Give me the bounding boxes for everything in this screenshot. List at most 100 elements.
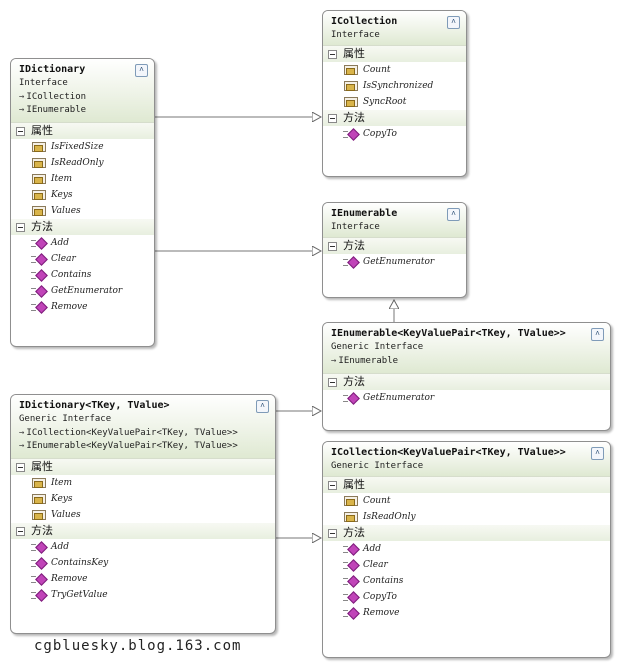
property-icon [31,205,47,217]
collapse-toggle-icon[interactable] [328,114,337,123]
ienumerable-box[interactable]: IEnumerable Interface ˄ 方法 GetEnumerator [322,202,467,298]
member-syncroot[interactable]: SyncRoot [323,94,466,110]
member-isreadonly[interactable]: IsReadOnly [323,509,610,525]
double-chevron-up-icon[interactable]: ˄ [447,208,460,221]
ienumerable-subtitle: Interface [331,222,380,232]
property-icon [343,64,359,76]
property-icon [31,493,47,505]
member-item[interactable]: Item [11,171,154,187]
method-icon [343,542,360,556]
method-icon [31,300,48,314]
collapse-toggle-icon[interactable] [16,463,25,472]
double-chevron-up-icon[interactable]: ˄ [135,64,148,77]
member-add[interactable]: Add [11,235,154,251]
member-contains[interactable]: Contains [11,267,154,283]
idictionary-box[interactable]: IDictionary Interface →ICollection →IEnu… [10,58,155,347]
method-icon [343,574,360,588]
member-getenumerator[interactable]: GetEnumerator [323,254,466,270]
property-icon [31,189,47,201]
icollection-generic-properties-section[interactable]: 属性 [323,477,610,493]
arrow-right-icon: → [331,356,337,366]
collapse-toggle-icon[interactable] [328,481,337,490]
method-icon [31,572,48,586]
property-icon [31,477,47,489]
idictionary-subtitle: Interface [19,78,68,88]
idictionary-methods-section[interactable]: 方法 [11,219,154,235]
collapse-toggle-icon[interactable] [16,223,25,232]
inherits-icollection: →ICollection [19,92,87,102]
collapse-toggle-icon[interactable] [16,127,25,136]
idictionary-generic-box[interactable]: IDictionary<TKey, TValue> Generic Interf… [10,394,276,634]
property-icon [343,495,359,507]
idictionary-generic-subtitle: Generic Interface [19,414,112,424]
ienumerable-generic-subtitle: Generic Interface [331,342,424,352]
collapse-toggle-icon[interactable] [328,529,337,538]
icollection-methods-section[interactable]: 方法 [323,110,466,126]
member-add[interactable]: Add [11,539,275,555]
member-contains[interactable]: Contains [323,573,610,589]
member-getenumerator[interactable]: GetEnumerator [323,390,610,406]
icollection-title: ICollection [331,16,398,27]
icollection-subtitle: Interface [331,30,380,40]
arrow-right-icon: → [19,105,25,115]
icollection-generic-box[interactable]: ICollection<KeyValuePair<TKey, TValue>> … [322,441,611,658]
member-issynchronized[interactable]: IsSynchronized [323,78,466,94]
icollection-generic-subtitle: Generic Interface [331,461,424,471]
arrow-right-icon: → [19,441,25,451]
arrow-right-icon: → [19,92,25,102]
member-remove[interactable]: Remove [323,605,610,621]
member-trygetvalue[interactable]: TryGetValue [11,587,275,603]
member-containskey[interactable]: ContainsKey [11,555,275,571]
ienumerable-generic-methods-section[interactable]: 方法 [323,374,610,390]
member-remove[interactable]: Remove [11,571,275,587]
member-clear[interactable]: Clear [323,557,610,573]
collapse-toggle-icon[interactable] [16,527,25,536]
property-icon [31,173,47,185]
method-icon [31,268,48,282]
method-icon [343,255,360,269]
collapse-toggle-icon[interactable] [328,378,337,387]
member-isfixedsize[interactable]: IsFixedSize [11,139,154,155]
idictionary-generic-properties-section[interactable]: 属性 [11,459,275,475]
member-values[interactable]: Values [11,203,154,219]
member-isreadonly[interactable]: IsReadOnly [11,155,154,171]
icollection-generic-methods-section[interactable]: 方法 [323,525,610,541]
collapse-toggle-icon[interactable] [328,50,337,59]
member-count[interactable]: Count [323,493,610,509]
inherits-icollection-generic: →ICollection<KeyValuePair<TKey, TValue>> [19,428,238,438]
member-remove[interactable]: Remove [11,299,154,315]
icollection-generic-header: ICollection<KeyValuePair<TKey, TValue>> … [323,442,610,477]
ienumerable-generic-box[interactable]: IEnumerable<KeyValuePair<TKey, TValue>> … [322,322,611,431]
property-icon [31,157,47,169]
ienumerable-title: IEnumerable [331,208,398,219]
member-keys[interactable]: Keys [11,491,275,507]
member-item[interactable]: Item [11,475,275,491]
icollection-properties-section[interactable]: 属性 [323,46,466,62]
member-add[interactable]: Add [323,541,610,557]
double-chevron-up-icon[interactable]: ˄ [591,447,604,460]
member-keys[interactable]: Keys [11,187,154,203]
icollection-box[interactable]: ICollection Interface ˄ 属性 Count IsSynch… [322,10,467,177]
member-clear[interactable]: Clear [11,251,154,267]
idictionary-properties-section[interactable]: 属性 [11,123,154,139]
member-copyto[interactable]: CopyTo [323,126,466,142]
ienumerable-methods-section[interactable]: 方法 [323,238,466,254]
method-icon [31,540,48,554]
method-icon [31,236,48,250]
watermark: cgbluesky.blog.163.com [34,638,242,654]
ienumerable-header: IEnumerable Interface ˄ [323,203,466,238]
member-getenumerator[interactable]: GetEnumerator [11,283,154,299]
member-values[interactable]: Values [11,507,275,523]
property-icon [31,141,47,153]
idictionary-generic-methods-section[interactable]: 方法 [11,523,275,539]
method-icon [343,606,360,620]
member-copyto[interactable]: CopyTo [323,589,610,605]
double-chevron-up-icon[interactable]: ˄ [447,16,460,29]
member-count[interactable]: Count [323,62,466,78]
inherits-ienumerable-generic: →IEnumerable<KeyValuePair<TKey, TValue>> [19,441,238,451]
idictionary-generic-title: IDictionary<TKey, TValue> [19,400,170,411]
double-chevron-up-icon[interactable]: ˄ [591,328,604,341]
double-chevron-up-icon[interactable]: ˄ [256,400,269,413]
method-icon [31,252,48,266]
collapse-toggle-icon[interactable] [328,242,337,251]
